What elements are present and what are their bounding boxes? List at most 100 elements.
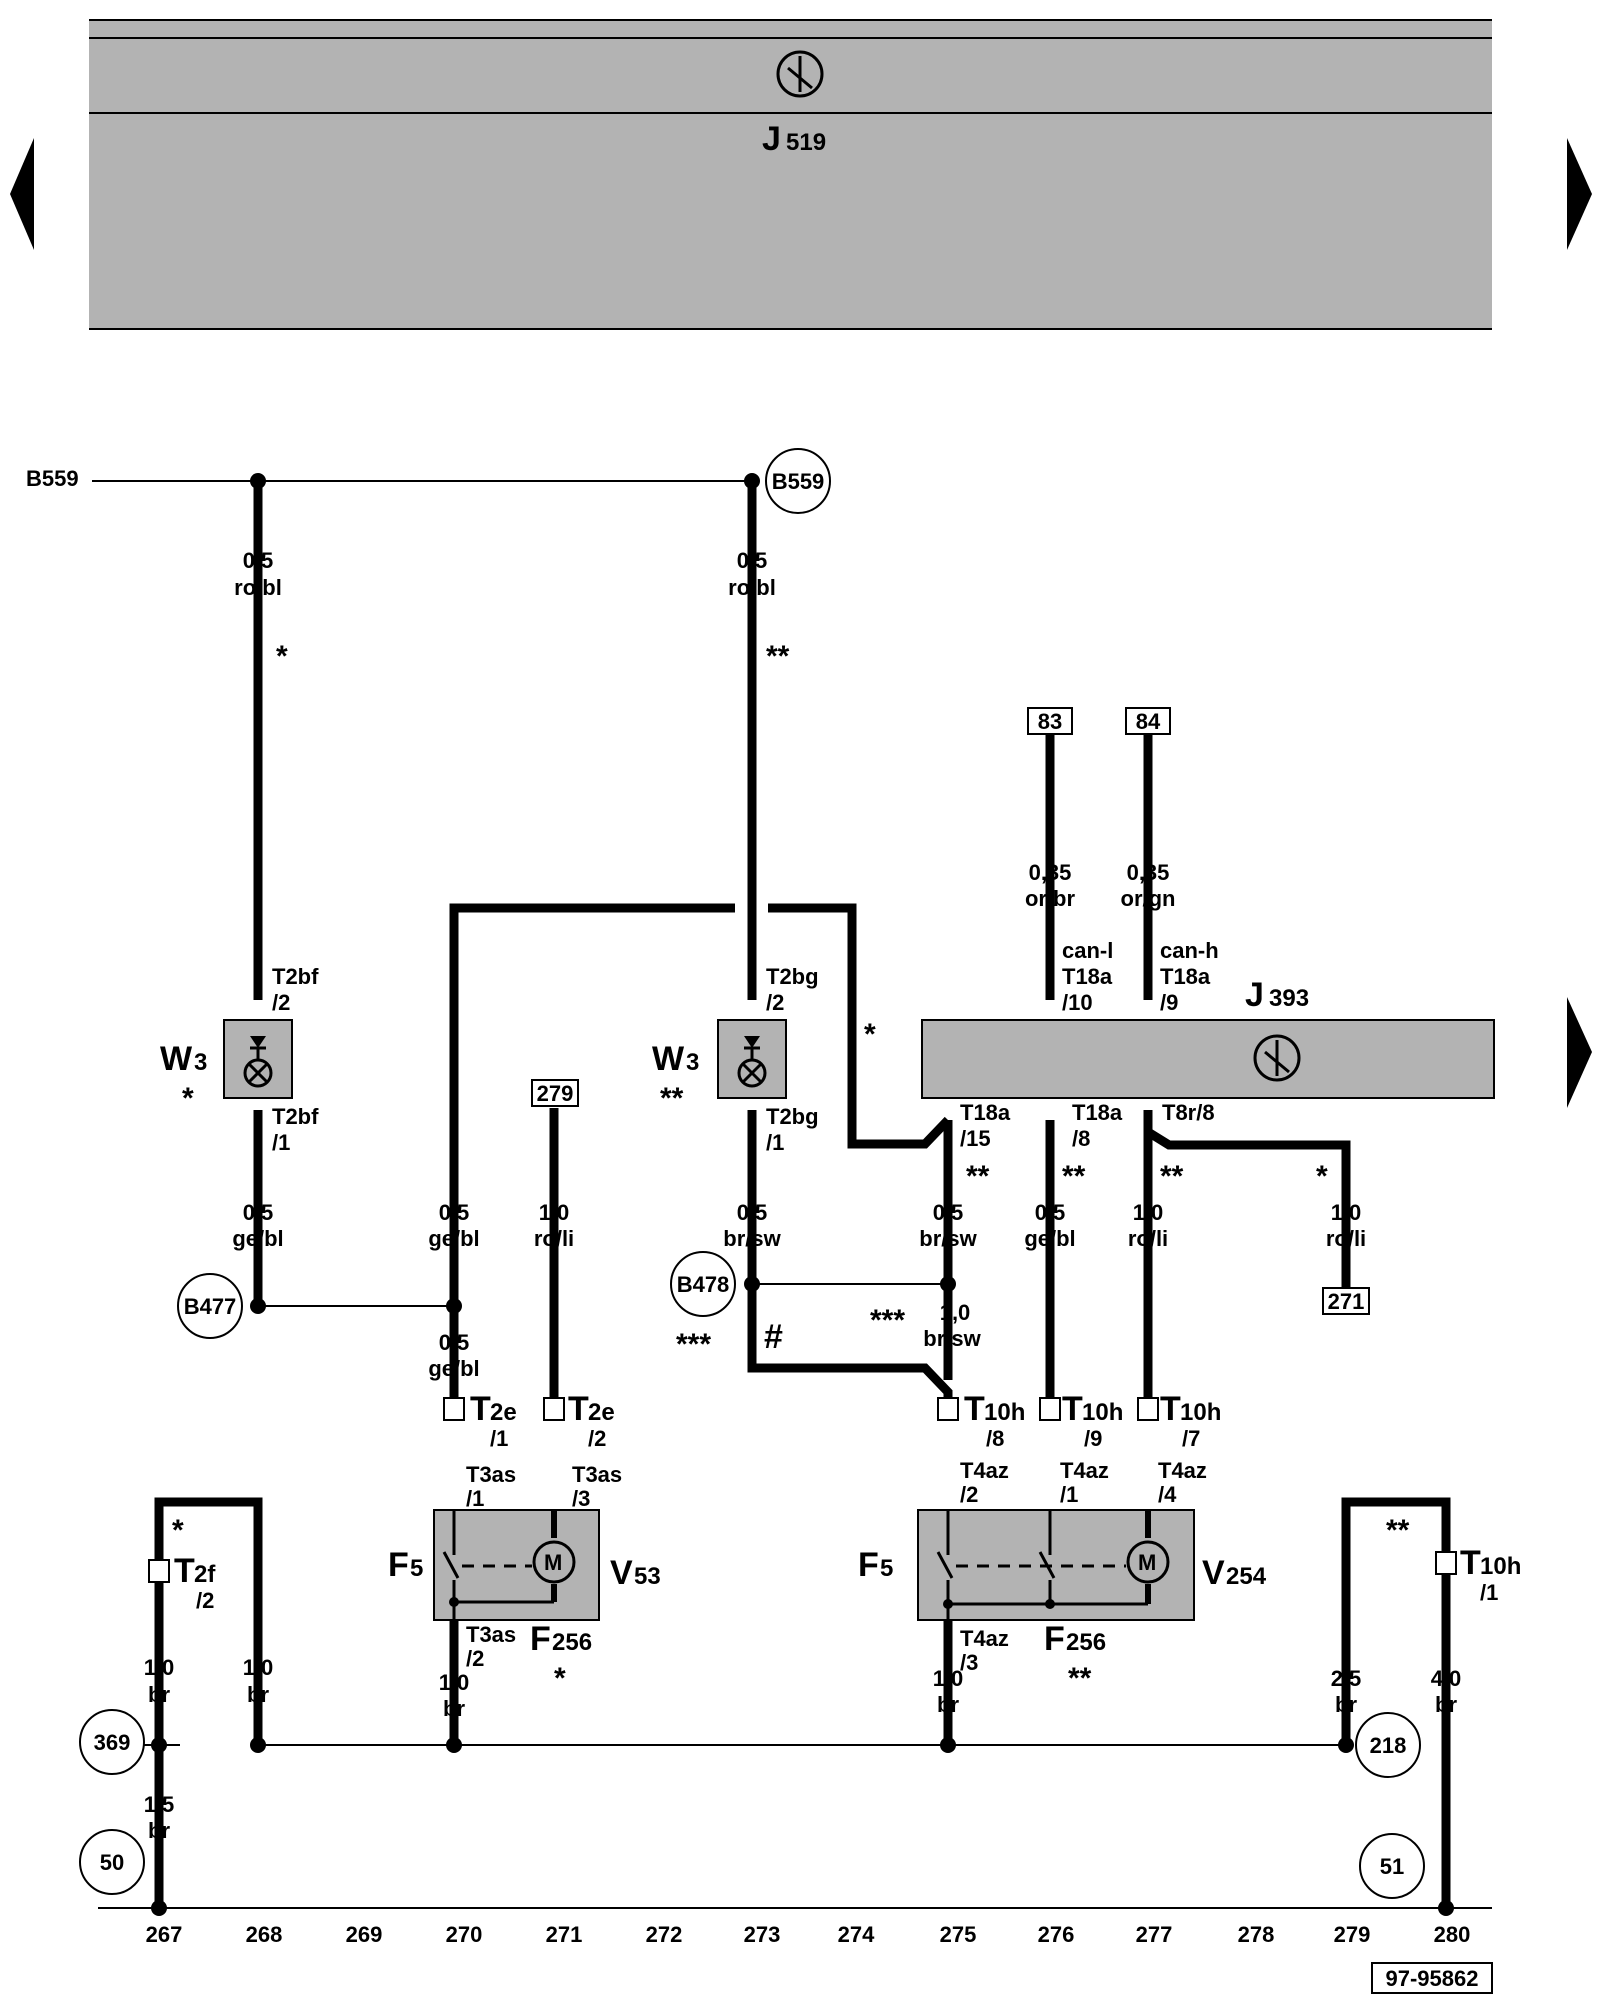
grid-number: 269 bbox=[346, 1922, 383, 1947]
svg-text:2f: 2f bbox=[194, 1561, 216, 1588]
variant-marks: * ** * ** ** ** * *** *** # * ** bbox=[172, 640, 1410, 1547]
grid-number: 267 bbox=[146, 1922, 183, 1947]
point-369: 369 bbox=[79, 1709, 145, 1775]
svg-text:T: T bbox=[568, 1390, 589, 1428]
connector-pins bbox=[148, 1397, 1457, 1583]
svg-text:/3: /3 bbox=[572, 1486, 590, 1511]
svg-text:T4az: T4az bbox=[960, 1626, 1009, 1651]
grid-number: 280 bbox=[1434, 1922, 1471, 1947]
w3-left-name: W bbox=[160, 1040, 193, 1078]
svg-text:br: br bbox=[148, 1818, 170, 1843]
svg-text:/1: /1 bbox=[466, 1486, 484, 1511]
svg-text:br: br bbox=[937, 1692, 959, 1717]
svg-text:T2bg: T2bg bbox=[766, 964, 819, 989]
j519-sub: 519 bbox=[786, 129, 826, 156]
prev-page-arrow-icon[interactable] bbox=[10, 138, 34, 250]
svg-text:T: T bbox=[470, 1390, 491, 1428]
svg-text:T: T bbox=[174, 1552, 195, 1590]
svg-text:4,0: 4,0 bbox=[1431, 1666, 1462, 1691]
svg-text:ro/bl: ro/bl bbox=[234, 575, 282, 600]
svg-text:2,5: 2,5 bbox=[1331, 1666, 1362, 1691]
svg-text:ro/bl: ro/bl bbox=[728, 575, 776, 600]
continue-arrow-icon[interactable] bbox=[1567, 997, 1592, 1108]
svg-text:/2: /2 bbox=[766, 990, 784, 1015]
svg-text:T3as: T3as bbox=[572, 1462, 622, 1487]
svg-text:ge/bl: ge/bl bbox=[428, 1226, 479, 1251]
doc-number: 97-95862 bbox=[1386, 1966, 1479, 1991]
grid-number: 277 bbox=[1136, 1922, 1173, 1947]
svg-text:#: # bbox=[764, 1318, 783, 1356]
component-labels: W 3 * W 3 ** F 5 F 5 V 53 V 254 F 256 * … bbox=[160, 1040, 1267, 1695]
ref-83: 83 bbox=[1038, 709, 1062, 734]
svg-text:/2: /2 bbox=[960, 1482, 978, 1507]
svg-text:1,0: 1,0 bbox=[940, 1300, 971, 1325]
connector-labels: T2bf /2 T2bf /1 T2bg /2 T2bg /1 can-l T1… bbox=[174, 938, 1521, 1675]
f256-left-mark: * bbox=[554, 1662, 566, 1695]
svg-text:/2: /2 bbox=[272, 990, 290, 1015]
svg-text:51: 51 bbox=[1380, 1854, 1404, 1879]
v254-name: V bbox=[1202, 1554, 1225, 1592]
svg-text:T2bf: T2bf bbox=[272, 964, 319, 989]
svg-text:*: * bbox=[864, 1018, 876, 1051]
svg-text:br: br bbox=[148, 1682, 170, 1707]
f256-right-name: F bbox=[1044, 1620, 1065, 1658]
svg-text:or/br: or/br bbox=[1025, 886, 1076, 911]
control-unit-j393: J 393 bbox=[921, 976, 1495, 1099]
control-unit-j519: J 519 bbox=[89, 19, 1492, 330]
thin-wires bbox=[92, 480, 1492, 1909]
motor-v53: M bbox=[433, 1509, 600, 1621]
point-218: 218 bbox=[1355, 1712, 1421, 1778]
w3-left-sub: 3 bbox=[194, 1049, 207, 1076]
grid-number: 276 bbox=[1038, 1922, 1075, 1947]
svg-text:/9: /9 bbox=[1084, 1426, 1102, 1451]
grid-number: 274 bbox=[838, 1922, 875, 1947]
grid-number: 270 bbox=[446, 1922, 483, 1947]
j393-sub: 393 bbox=[1269, 985, 1309, 1012]
svg-text:50: 50 bbox=[100, 1850, 124, 1875]
svg-text:T3as: T3as bbox=[466, 1462, 516, 1487]
svg-text:/1: /1 bbox=[1480, 1580, 1498, 1605]
f5-left-name: F bbox=[388, 1546, 409, 1584]
svg-text:**: ** bbox=[1062, 1160, 1086, 1193]
svg-text:2e: 2e bbox=[490, 1399, 517, 1426]
svg-text:*: * bbox=[172, 1514, 184, 1547]
svg-text:T2bf: T2bf bbox=[272, 1104, 319, 1129]
svg-text:ge/bl: ge/bl bbox=[1024, 1226, 1075, 1251]
svg-text:br/sw: br/sw bbox=[723, 1226, 781, 1251]
svg-text:br: br bbox=[1335, 1692, 1357, 1717]
svg-text:/2: /2 bbox=[588, 1426, 606, 1451]
svg-text:**: ** bbox=[766, 640, 790, 673]
f5-right-sub: 5 bbox=[880, 1555, 893, 1582]
svg-text:***: *** bbox=[676, 1328, 711, 1361]
motor-v254: M bbox=[917, 1509, 1195, 1621]
svg-text:T18a: T18a bbox=[1160, 964, 1211, 989]
svg-text:*: * bbox=[276, 640, 288, 673]
svg-text:369: 369 bbox=[94, 1730, 131, 1755]
lamp-w3-left bbox=[223, 1019, 293, 1099]
motor-icon: M bbox=[544, 1550, 562, 1575]
svg-text:T4az: T4az bbox=[960, 1458, 1009, 1483]
svg-text:T3as: T3as bbox=[466, 1622, 516, 1647]
svg-text:ge/bl: ge/bl bbox=[232, 1226, 283, 1251]
wire-labels: 0,5 ro/bl 0,5 ro/bl 0,35 or/br 0,35 or/g… bbox=[144, 548, 1462, 1843]
f256-left-name: F bbox=[530, 1620, 551, 1658]
svg-text:B559: B559 bbox=[772, 469, 825, 494]
bus-label-b559: B559 bbox=[26, 466, 79, 491]
svg-text:/4: /4 bbox=[1158, 1482, 1177, 1507]
v254-sub: 254 bbox=[1226, 1563, 1267, 1590]
grid-number: 279 bbox=[1334, 1922, 1371, 1947]
svg-text:10h: 10h bbox=[1180, 1399, 1221, 1426]
svg-text:/1: /1 bbox=[490, 1426, 508, 1451]
j519-label: J bbox=[762, 120, 781, 158]
svg-text:T: T bbox=[1062, 1390, 1083, 1428]
point-b477: B477 bbox=[177, 1273, 243, 1339]
svg-text:0,35: 0,35 bbox=[1127, 860, 1170, 885]
svg-text:T8r/8: T8r/8 bbox=[1162, 1100, 1215, 1125]
point-51: 51 bbox=[1359, 1833, 1425, 1899]
next-page-arrow-icon[interactable] bbox=[1567, 138, 1592, 250]
f256-left-sub: 256 bbox=[552, 1629, 592, 1656]
w3-right-mark: ** bbox=[660, 1082, 684, 1115]
svg-text:/2: /2 bbox=[466, 1646, 484, 1671]
svg-text:/15: /15 bbox=[960, 1126, 991, 1151]
point-b559: B559 bbox=[765, 448, 831, 514]
